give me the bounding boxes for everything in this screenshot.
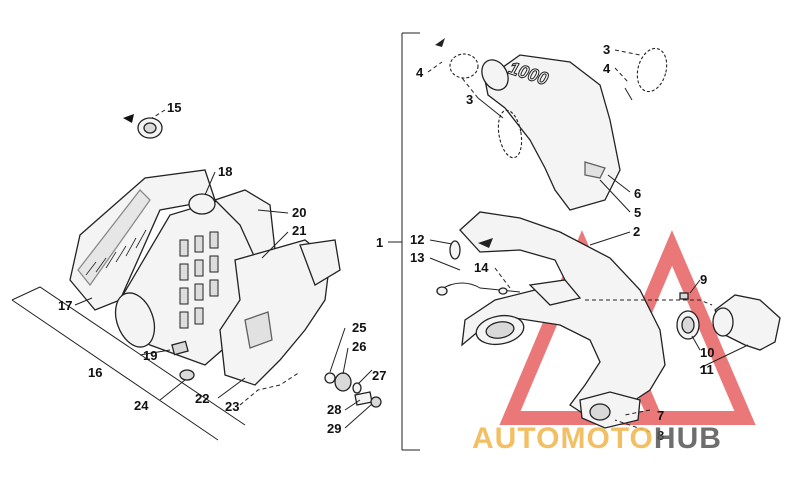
callout-14: 14 — [474, 260, 489, 275]
callout-28: 28 — [327, 402, 341, 417]
callout-27: 27 — [372, 368, 386, 383]
svg-text:AUTOMOTOHUB: AUTOMOTOHUB — [472, 422, 722, 455]
callout-3: 3 — [603, 42, 610, 57]
callout-4: 4 — [603, 61, 611, 76]
callout-17: 17 — [58, 298, 72, 313]
callout-1: 1 — [376, 235, 383, 250]
exhaust-assembly: 1000 — [388, 32, 781, 451]
callout-9: 9 — [700, 272, 707, 287]
callout-3: 3 — [466, 92, 473, 107]
callout-18: 18 — [218, 164, 232, 179]
callout-22: 22 — [195, 391, 209, 406]
callout-16: 16 — [88, 365, 102, 380]
callout-12: 12 — [410, 232, 424, 247]
callout-labels: 1 2 3 3 4 4 5 6 7 8 9 10 11 12 13 14 15 … — [58, 42, 714, 443]
callout-6: 6 — [634, 186, 641, 201]
callout-20: 20 — [292, 205, 306, 220]
callout-15: 15 — [167, 100, 181, 115]
callout-10: 10 — [700, 345, 714, 360]
callout-7: 7 — [657, 408, 664, 423]
callout-8: 8 — [657, 428, 664, 443]
watermark-hub: HUB — [654, 422, 722, 455]
callout-24: 24 — [134, 398, 149, 413]
callout-2: 2 — [633, 224, 640, 239]
callout-25: 25 — [352, 320, 366, 335]
callout-5: 5 — [634, 205, 641, 220]
airbox-assembly — [11, 109, 382, 441]
watermark-wordmark: AUTOMOTOHUB — [472, 422, 722, 455]
callout-23: 23 — [225, 399, 239, 414]
watermark-auto: AUTO — [472, 422, 560, 455]
callout-11: 11 — [700, 362, 714, 377]
callout-19: 19 — [143, 348, 157, 363]
watermark-moto: MOTO — [560, 422, 653, 455]
callout-13: 13 — [410, 250, 424, 265]
callout-29: 29 — [327, 421, 341, 436]
callout-4: 4 — [416, 65, 424, 80]
callout-26: 26 — [352, 339, 366, 354]
callout-21: 21 — [292, 223, 306, 238]
